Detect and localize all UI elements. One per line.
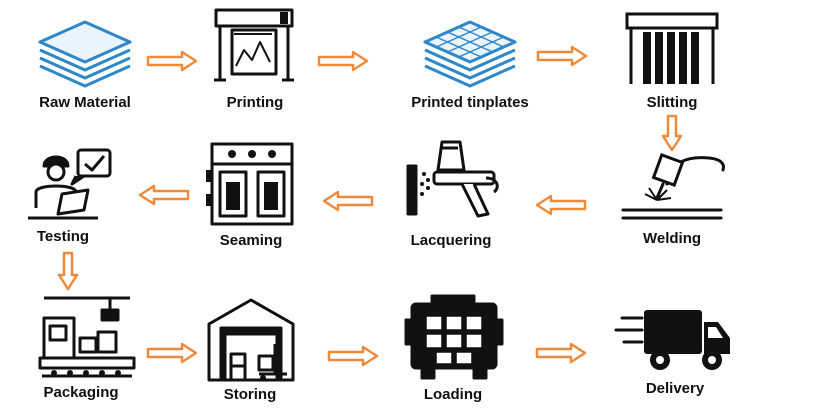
- step-slitting: Slitting: [597, 6, 747, 111]
- slitting-machine-icon: [625, 12, 719, 84]
- warehouse-icon: [207, 298, 295, 382]
- step-label: Printing: [226, 94, 284, 111]
- step-label: Slitting: [646, 94, 698, 111]
- spray-gun-icon: [406, 140, 499, 218]
- step-label: Packaging: [43, 384, 119, 401]
- step-delivery: Delivery: [600, 300, 750, 397]
- step-label: Welding: [642, 230, 702, 247]
- step-welding: Welding: [597, 148, 747, 247]
- step-printed-tinplates: Printed tinplates: [395, 8, 545, 111]
- step-storing: Storing: [175, 294, 325, 403]
- step-label: Testing: [36, 228, 90, 245]
- arrow-lacquering-to-seaming: [322, 190, 374, 212]
- packaging-line-icon: [38, 296, 136, 378]
- stacked-sheets-icon: [38, 20, 132, 88]
- step-label: Loading: [423, 386, 483, 403]
- arrow-storing-to-loading: [327, 345, 379, 367]
- arrow-printing-to-printed-tinplates: [317, 50, 369, 72]
- step-raw-material: Raw Material: [10, 8, 160, 111]
- arrow-welding-to-lacquering: [535, 194, 587, 216]
- loaded-truck-icon: [404, 294, 504, 380]
- welding-torch-icon: [621, 153, 725, 220]
- arrow-seaming-to-testing: [138, 184, 190, 206]
- step-seaming: Seaming: [176, 140, 326, 249]
- step-printing: Printing: [180, 4, 330, 111]
- step-label: Raw Material: [39, 94, 131, 111]
- step-loading: Loading: [378, 290, 528, 403]
- arrow-slitting-to-welding: [661, 114, 683, 152]
- inspector-checklist-icon: [28, 148, 112, 220]
- step-label: Storing: [223, 386, 277, 403]
- step-testing: Testing: [0, 144, 138, 245]
- arrow-printed-tinplates-to-slitting: [536, 45, 588, 67]
- seaming-machine-icon: [206, 142, 294, 226]
- step-label: Lacquering: [410, 232, 492, 249]
- arrow-raw-material-to-printing: [146, 50, 198, 72]
- arrow-packaging-to-storing: [146, 342, 198, 364]
- printed-sheets-icon: [423, 20, 517, 88]
- arrow-loading-to-delivery: [535, 342, 587, 364]
- delivery-truck-icon: [614, 310, 730, 370]
- step-label: Printed tinplates: [411, 94, 529, 111]
- step-label: Seaming: [219, 232, 283, 249]
- step-lacquering: Lacquering: [376, 136, 526, 249]
- arrow-testing-to-packaging: [57, 251, 79, 291]
- printing-press-icon: [214, 8, 294, 82]
- step-packaging: Packaging: [6, 292, 156, 401]
- step-label: Delivery: [645, 380, 705, 397]
